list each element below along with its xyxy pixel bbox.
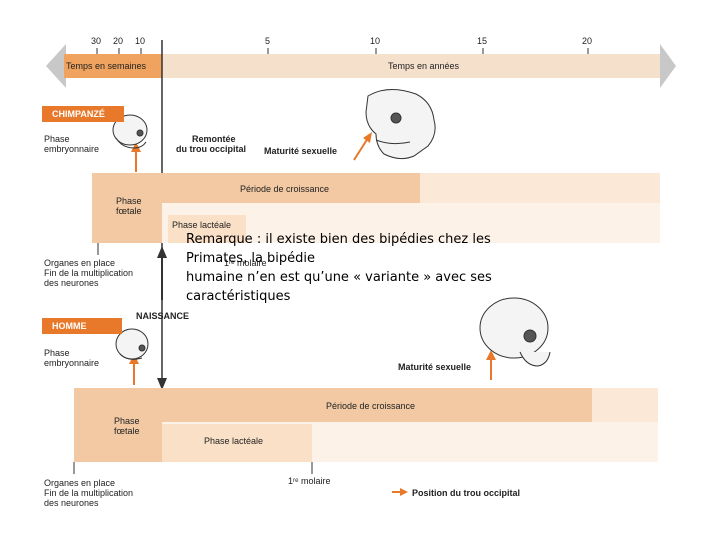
human-badge: HOMME [42, 318, 122, 334]
human-lactee-band [162, 424, 312, 462]
chimp-lactee-band [168, 215, 246, 243]
years-label: Temps en années [388, 61, 460, 71]
chimp-growth-fade [420, 173, 660, 203]
tick-10y: 10 [370, 36, 381, 46]
years-band [162, 54, 660, 78]
human-foetal-band [74, 388, 162, 462]
timeline-ticks [96, 48, 589, 54]
tick-15: 15 [477, 36, 488, 46]
tick-10w: 10 [135, 36, 146, 46]
chimp-maturite: Maturité sexuelle [264, 146, 338, 156]
human-baby-skull-icon [115, 328, 149, 360]
tick-20w: 20 [113, 36, 124, 46]
weeks-label: Temps en semaines [66, 61, 147, 71]
human-growth-fade [592, 388, 658, 422]
pointer-lines [73, 243, 313, 474]
human-lactee: Phase lactéale [204, 436, 264, 446]
remark-text: Remarque : il existe bien des bipédies c… [186, 232, 492, 304]
tick-5: 5 [265, 36, 271, 46]
legend-arrow-icon [392, 488, 408, 496]
chimp-foetal-band [92, 173, 162, 243]
chimp-fetus-skull-icon [112, 114, 148, 149]
naissance-label: NAISSANCE [136, 311, 190, 321]
chimp-growth-band [162, 173, 420, 203]
chimp-lactee: Phase lactéale [172, 220, 232, 230]
human-molaire: 1ʳᵉ molaire [288, 476, 331, 486]
human-maturite: Maturité sexuelle [398, 362, 472, 372]
human-growth-band [162, 388, 592, 422]
chimp-adult-skull-icon [365, 89, 436, 160]
chimp-badge: CHIMPANZÉ [42, 106, 124, 122]
tick-20y: 20 [582, 36, 593, 46]
chimp-croissance: Période de croissance [240, 184, 330, 194]
weeks-band [64, 54, 162, 78]
chimp-molaire: 1ʳᵉ molaire [224, 258, 267, 268]
legend-label: Position du trou occipital [412, 488, 520, 498]
human-adult-skull-icon [479, 297, 551, 367]
tick-30: 30 [91, 36, 102, 46]
human-croissance: Période de croissance [326, 401, 416, 411]
